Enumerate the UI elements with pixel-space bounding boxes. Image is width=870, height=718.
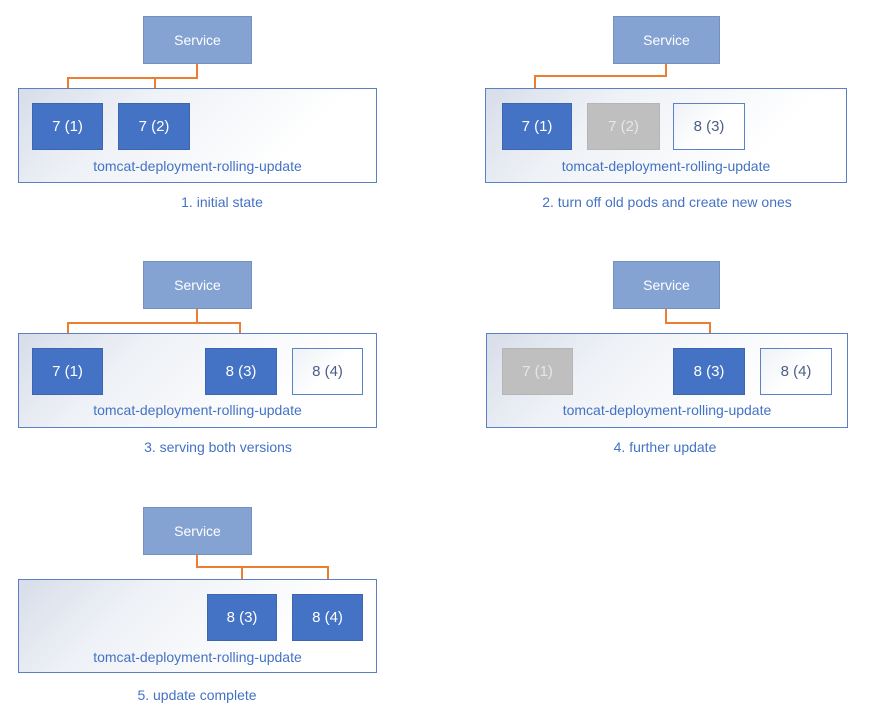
service-box: Service bbox=[143, 16, 252, 64]
service-box: Service bbox=[613, 16, 720, 64]
pod-7-1: 7 (1) bbox=[32, 103, 103, 150]
arrow-segment bbox=[196, 555, 198, 568]
pod-8-3: 8 (3) bbox=[207, 594, 277, 641]
pod-label: 8 (4) bbox=[312, 363, 343, 380]
deployment-label: tomcat-deployment-rolling-update bbox=[93, 649, 302, 665]
pod-label: 8 (3) bbox=[226, 609, 258, 626]
deployment-label: tomcat-deployment-rolling-update bbox=[93, 402, 302, 418]
panel-caption: 4. further update bbox=[613, 439, 717, 455]
pod-label: 7 (1) bbox=[52, 363, 83, 380]
pod-label: 8 (3) bbox=[693, 118, 725, 135]
pod-label: 7 (1) bbox=[522, 363, 553, 380]
arrow-segment bbox=[239, 322, 241, 337]
panel-caption: 3. serving both versions bbox=[144, 439, 292, 455]
arrow-segment bbox=[709, 322, 711, 337]
arrow-segment bbox=[154, 77, 156, 92]
service-label: Service bbox=[643, 277, 690, 293]
pod-8-3: 8 (3) bbox=[205, 348, 277, 395]
pod-8-4: 8 (4) bbox=[292, 348, 363, 395]
arrow-segment bbox=[67, 77, 69, 92]
service-label: Service bbox=[174, 523, 221, 539]
pod-label: 7 (2) bbox=[608, 118, 639, 135]
arrow-segment bbox=[196, 64, 198, 79]
arrow-segment bbox=[327, 566, 329, 582]
service-box: Service bbox=[613, 261, 720, 309]
pod-7-2: 7 (2) bbox=[118, 103, 190, 150]
service-label: Service bbox=[643, 32, 690, 48]
pod-8-4: 8 (4) bbox=[292, 594, 363, 641]
pod-7-2: 7 (2) bbox=[587, 103, 660, 150]
pod-label: 8 (4) bbox=[780, 363, 812, 380]
panel-caption: 1. initial state bbox=[181, 194, 263, 210]
pod-label: 8 (4) bbox=[312, 609, 343, 626]
arrow-segment bbox=[534, 75, 536, 92]
arrow-segment bbox=[67, 77, 198, 79]
deployment-label: tomcat-deployment-rolling-update bbox=[562, 402, 772, 418]
pod-label: 7 (1) bbox=[521, 118, 553, 135]
service-box: Service bbox=[143, 507, 252, 555]
panel-caption: 5. update complete bbox=[137, 687, 257, 703]
arrow-segment bbox=[67, 322, 241, 324]
arrow-segment bbox=[67, 322, 69, 337]
arrow-segment bbox=[196, 309, 198, 324]
deployment-label: tomcat-deployment-rolling-update bbox=[561, 158, 771, 174]
arrow-segment bbox=[196, 566, 329, 568]
pod-7-1: 7 (1) bbox=[502, 348, 573, 395]
deployment-label: tomcat-deployment-rolling-update bbox=[93, 158, 302, 174]
panel-caption: 2. turn off old pods and create new ones bbox=[542, 194, 792, 210]
pod-7-1: 7 (1) bbox=[502, 103, 572, 150]
pod-8-3: 8 (3) bbox=[673, 348, 745, 395]
arrow-segment bbox=[241, 566, 243, 582]
pod-8-4: 8 (4) bbox=[760, 348, 832, 395]
pod-label: 8 (3) bbox=[693, 363, 725, 380]
pod-8-3: 8 (3) bbox=[673, 103, 745, 150]
service-box: Service bbox=[143, 261, 252, 309]
arrow-segment bbox=[665, 309, 667, 324]
service-label: Service bbox=[174, 32, 221, 48]
service-label: Service bbox=[174, 277, 221, 293]
pod-label: 8 (3) bbox=[225, 363, 257, 380]
arrow-segment bbox=[665, 322, 711, 324]
pod-label: 7 (1) bbox=[52, 118, 83, 135]
arrow-segment bbox=[534, 75, 667, 77]
pod-label: 7 (2) bbox=[138, 118, 170, 135]
arrow-segment bbox=[665, 64, 667, 77]
pod-7-1: 7 (1) bbox=[32, 348, 103, 395]
